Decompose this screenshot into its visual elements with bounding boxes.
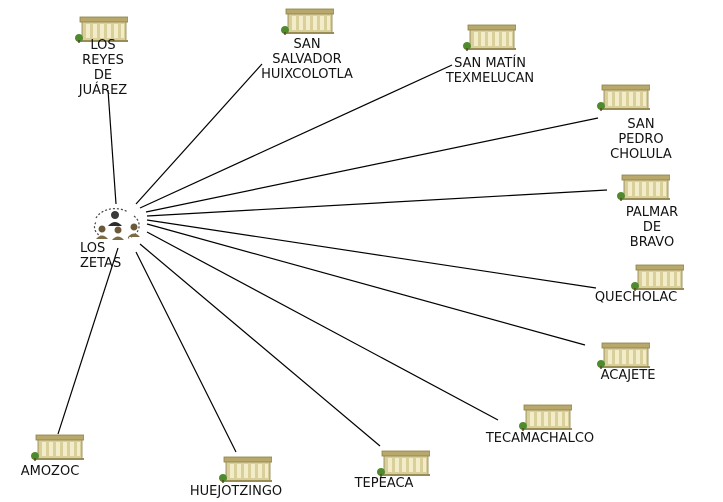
municipal-building-icon	[31, 434, 84, 461]
municipal-building-icon	[75, 16, 128, 43]
hub-label: LOS ZETAS	[80, 241, 122, 271]
municipality-label: TECAMACHALCO	[485, 431, 595, 446]
municipal-building-icon	[281, 8, 334, 35]
edge-los-zetas-to-huejotzingo	[135, 251, 237, 453]
municipal-building-icon	[597, 342, 650, 369]
edge-los-zetas-to-san-salvador-huixcolotla	[135, 63, 263, 205]
municipality-label: TEPEACA	[354, 476, 414, 491]
municipality-label: QUECHOLAC	[594, 290, 678, 305]
municipality-label: HUEJOTZINGO	[189, 484, 283, 499]
municipality-label: SAN PEDRO CHOLULA	[610, 117, 672, 162]
edge-los-zetas-to-los-reyes-de-juarez	[107, 89, 117, 205]
edge-los-zetas-to-amozoc	[57, 247, 119, 435]
criminal-group-icon	[93, 208, 140, 240]
municipal-building-icon	[597, 84, 650, 111]
edge-los-zetas-to-san-pedro-cholula	[145, 117, 599, 213]
municipal-building-icon	[219, 456, 272, 483]
municipality-label: LOS REYES DE JUÁREZ	[78, 38, 128, 98]
municipal-building-icon	[617, 174, 670, 201]
municipality-label: SAN MATÍN TEXMELUCAN	[445, 56, 535, 86]
municipality-label: SAN SALVADOR HUIXCOLOTLA	[261, 37, 353, 82]
municipal-building-icon	[377, 450, 430, 477]
municipality-label: PALMAR DE BRAVO	[625, 205, 679, 250]
edge-los-zetas-to-tepeaca	[139, 243, 381, 447]
edge-los-zetas-to-palmar-de-bravo	[146, 189, 608, 217]
municipal-building-icon	[631, 264, 684, 291]
municipality-label: AMOZOC	[20, 464, 80, 479]
municipal-building-icon	[463, 24, 516, 51]
municipality-label: ACAJETE	[600, 368, 656, 383]
edge-los-zetas-to-san-matin-texmelucan	[139, 64, 453, 209]
edge-los-zetas-to-tecamachalco	[146, 231, 499, 421]
municipal-building-icon	[519, 404, 572, 431]
edge-los-zetas-to-acajete	[146, 223, 586, 346]
edge-los-zetas-to-quecholac	[146, 219, 597, 289]
